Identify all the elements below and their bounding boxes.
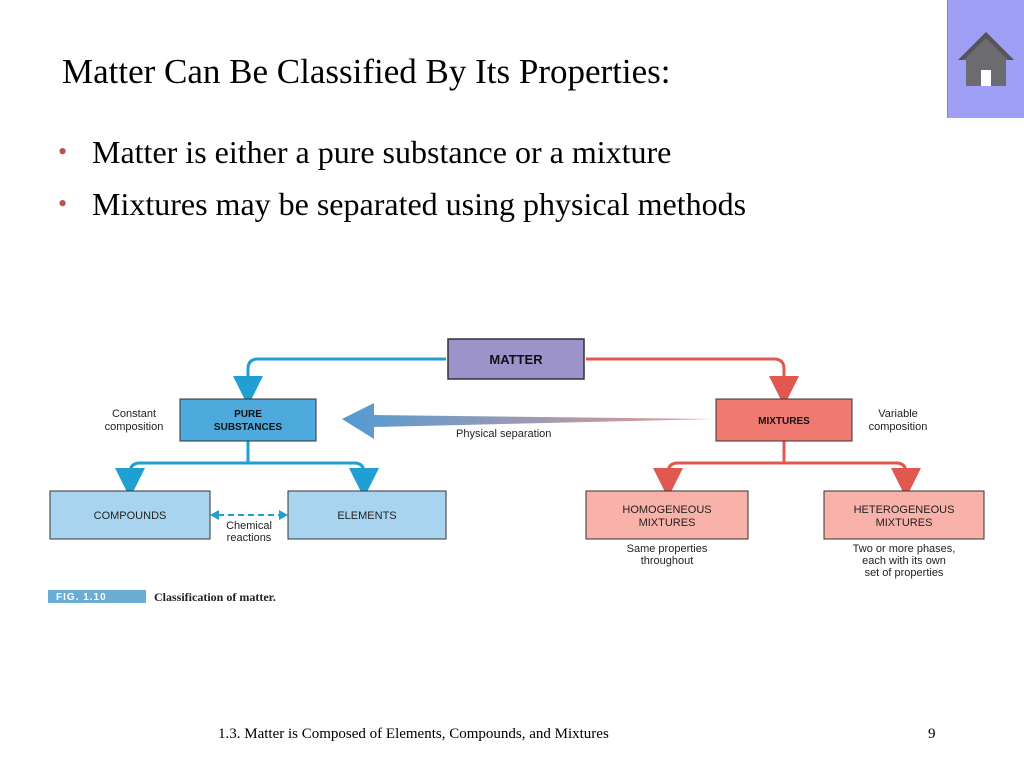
pure-substances-label-1: PURE bbox=[234, 409, 262, 420]
physical-separation-label: Physical separation bbox=[456, 428, 551, 440]
compounds-label: COMPOUNDS bbox=[94, 510, 167, 522]
variable-composition-2: composition bbox=[869, 421, 928, 433]
fig-label: FIG. 1.10 bbox=[56, 592, 107, 603]
bullet-text: Matter is either a pure substance or a m… bbox=[92, 134, 672, 170]
bullet-text: Mixtures may be separated using physical… bbox=[92, 186, 747, 222]
arrowhead-right bbox=[279, 510, 288, 520]
heterogeneous-note-3: set of properties bbox=[865, 567, 944, 579]
arrowhead-left bbox=[210, 510, 219, 520]
slide-footer: 1.3. Matter is Composed of Elements, Com… bbox=[218, 726, 609, 742]
bullet-marker: • bbox=[58, 189, 68, 218]
home-icon bbox=[958, 32, 1014, 86]
heterogeneous-note-2: each with its own bbox=[862, 555, 946, 567]
matter-label: MATTER bbox=[489, 352, 543, 367]
elements-label: ELEMENTS bbox=[337, 510, 396, 522]
physical-separation-arrow bbox=[342, 403, 714, 439]
mixtures-box bbox=[715, 398, 853, 442]
compounds-box bbox=[49, 490, 211, 540]
bullet-item: • Matter is either a pure substance or a… bbox=[52, 126, 746, 178]
variable-composition-1: Variable bbox=[878, 408, 918, 420]
constant-composition-2: composition bbox=[105, 421, 164, 433]
slide-title: Matter Can Be Classified By Its Properti… bbox=[62, 52, 671, 91]
fig-caption: Classification of matter. bbox=[154, 590, 276, 604]
pure-substances-box bbox=[179, 398, 317, 442]
homogeneous-note-2: throughout bbox=[641, 555, 694, 567]
bullet-list: • Matter is either a pure substance or a… bbox=[52, 126, 746, 230]
homogeneous-label-2: MIXTURES bbox=[639, 517, 696, 529]
heterogeneous-note-1: Two or more phases, bbox=[853, 543, 956, 555]
heterogeneous-label-1: HETEROGENEOUS bbox=[854, 504, 955, 516]
chemical-reactions-1: Chemical bbox=[226, 520, 272, 532]
page-number: 9 bbox=[928, 726, 936, 742]
classification-diagram: Physical separation MATTER PURE SUBSTANC… bbox=[48, 338, 985, 604]
fig-label-bar bbox=[48, 590, 146, 603]
blue-connectors bbox=[115, 357, 446, 498]
pure-substances-label-2: SUBSTANCES bbox=[214, 422, 282, 433]
bullet-marker: • bbox=[58, 137, 68, 166]
heterogeneous-label-2: MIXTURES bbox=[876, 517, 933, 529]
constant-composition-1: Constant bbox=[112, 408, 156, 420]
chemical-reactions-2: reactions bbox=[227, 532, 272, 544]
home-button[interactable] bbox=[947, 0, 1024, 118]
bullet-item: • Mixtures may be separated using physic… bbox=[52, 178, 746, 230]
matter-box bbox=[447, 338, 585, 380]
mixtures-label: MIXTURES bbox=[758, 416, 810, 427]
heterogeneous-box bbox=[823, 490, 985, 540]
homogeneous-box bbox=[585, 490, 749, 540]
homogeneous-label-1: HOMOGENEOUS bbox=[622, 504, 711, 516]
red-connectors bbox=[586, 357, 921, 498]
homogeneous-note-1: Same properties bbox=[627, 543, 708, 555]
